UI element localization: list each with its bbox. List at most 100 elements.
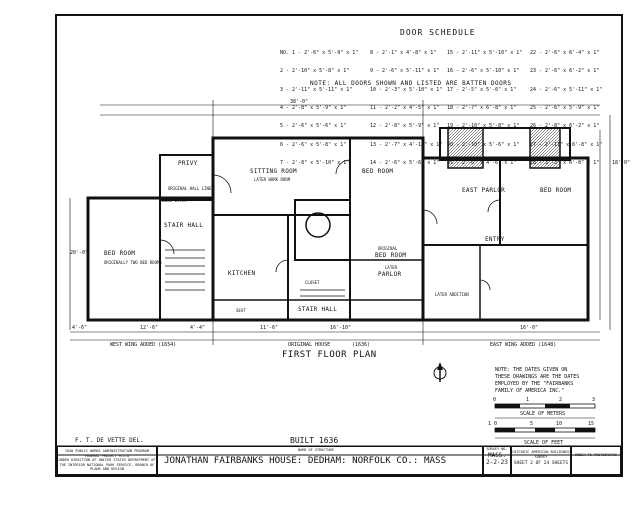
habs-name: HISTORIC AMERICAN BUILDINGS SURVEY [512, 450, 570, 459]
dimension-label: 12'-6" [140, 325, 159, 331]
schedule-row: 5 - 2'-6" x 5'-6" x 1" [280, 123, 347, 130]
west-wing-walls [86, 196, 215, 322]
room-label-bed-room-center: BED ROOM [375, 252, 407, 259]
scale-meters-tick: 0 [493, 397, 497, 403]
scale-feet-tick: 10 [556, 421, 563, 427]
dates-note: NOTE: THE DATES GIVEN ON THESE DRAWINGS … [495, 367, 580, 394]
structure-name-label: NAME OF STRUCTURE [298, 448, 334, 452]
scale-feet-tick: 5 [530, 421, 534, 427]
dimension-west-wing: WEST WING ADDED (1654) [110, 342, 177, 348]
schedule-row: 17 - 2'-5" x 5'-6" x 1" [447, 86, 517, 93]
room-sublabel-parlor: LATER [385, 265, 398, 270]
note-later-addition: LATER ADDITION [435, 292, 469, 297]
door-schedule-col4: 22 - 2'-6" x 6'-4" x 1" 23 - 2'-6" x 6'-… [530, 38, 602, 172]
room-sublabel-sitting-room: LATER WORK ROOM [254, 177, 291, 182]
schedule-row: 23 - 2'-6" x 6'-2" x 1" [530, 68, 600, 75]
room-label-kitchen: KITCHEN [228, 270, 256, 277]
room-sublabel-bed-room-center: ORIGINAL [378, 246, 398, 251]
title-block-structure: NAME OF STRUCTURE JONATHAN FAIRBANKS HOU… [157, 446, 483, 475]
dimension-east-wing: EAST WING ADDED (1648) [490, 342, 557, 348]
room-label-bed-room-north: BED ROOM [362, 168, 394, 175]
schedule-row: 11 - 2'-2" x 4'-5" x 1" [370, 105, 440, 112]
survey-number: MASS. 2-2-23 [486, 451, 508, 466]
scale-feet-label: SCALE OF FEET [524, 440, 564, 446]
schedule-row: 25 - 2'-6" x 5'-9" x 1" [530, 105, 600, 112]
schedule-row: 4 - 2'-8" x 5'-9" x 1" [280, 105, 347, 112]
title-block-survey: SURVEY NO. MASS. 2-2-23 [483, 446, 511, 475]
dimension-label: 18'-0" [612, 160, 631, 166]
plan-title: FIRST FLOOR PLAN [282, 350, 377, 360]
agency-text: 1940 PUBLIC WORKS ADMINISTRATION PROGRAM… [64, 449, 150, 458]
schedule-row: 10 - 2'-3" x 5'-10" x 1" [370, 86, 443, 93]
dimension-label: 11'-6" [260, 325, 279, 331]
room-label-east-parlor: EAST PARLOR [462, 187, 506, 194]
structure-name: JONATHAN FAIRBANKS HOUSE: DEDHAM: NORFOL… [164, 455, 447, 466]
built-date: BUILT 1636 [290, 436, 339, 445]
room-label-bed-room-east: BED ROOM [540, 187, 572, 194]
dimension-original-house: ORIGINAL HOUSE [288, 342, 331, 348]
scale-meters-tick: 3 [592, 397, 596, 403]
scale-meters-tick: 1 [526, 397, 530, 403]
room-label-closet: CLOSET [305, 280, 320, 285]
title-block-habs: HISTORIC AMERICAN BUILDINGS SURVEY SHEET… [511, 446, 571, 475]
schedule-row: 28 - 3'-3" x 6'-8" x 1" [530, 159, 600, 166]
note-original-hall-line: ORIGINAL HALL LINE [168, 186, 212, 191]
scale-feet-tick: 1 0 [488, 421, 498, 427]
room-label-sitting-room: SITTING ROOM [250, 168, 297, 175]
schedule-row: 18 - 2'-7" x 6'-8" x 1" [447, 105, 517, 112]
title-block-index: INDEX TO PHOTOGRAPHS [571, 446, 621, 475]
schedule-row: 19 - 2'-10" x 5'-8" x 1" [447, 123, 520, 130]
schedule-row: 24 - 2'-6" x 5'-11" x 1" [530, 86, 603, 93]
title-block-agency: 1940 PUBLIC WORKS ADMINISTRATION PROGRAM… [57, 446, 157, 475]
drawing-sheet-border [55, 14, 623, 477]
index-photographs: INDEX TO PHOTOGRAPHS [574, 453, 618, 457]
schedule-row: 3 - 2'-11" x 5'-11" x 1" [280, 86, 353, 93]
schedule-row: NO. 1 - 2'-6" x 5'-9" x 1" [280, 50, 359, 57]
room-label-stair-hall-2: STAIR HALL [298, 306, 338, 313]
east-fireplace-block [439, 127, 571, 161]
dimension-label: 16'-10" [330, 325, 352, 331]
central-chimney [294, 199, 351, 261]
door-schedule-title: DOOR SCHEDULE [400, 28, 476, 37]
dimension-original-year: (1636) [352, 342, 371, 348]
room-sublabel-bed-room-west: ORIGINALLY TWO BED ROOMS [104, 260, 162, 265]
room-label-parlor: PARLOR [378, 271, 402, 278]
delineator: F. T. DE VETTE DEL. [75, 437, 144, 444]
dimension-label: 16'-0" [520, 325, 539, 331]
door-schedule-col3: 15 - 2'-11" x 5'-10" x 1" 16 - 2'-6" x 5… [447, 38, 522, 172]
scale-meters-label: SCALE OF METERS [520, 411, 566, 417]
scale-meters-tick: 2 [559, 397, 563, 403]
schedule-row: 16 - 2'-6" x 5'-10" x 1" [447, 68, 520, 75]
schedule-row: 21 - 2'-6" x 4'-6" x 1" [447, 159, 517, 166]
schedule-row: 13 - 2'-7" x 4'-11" x 1" [370, 141, 443, 148]
room-label-stair-hall: STAIR HALL [164, 222, 204, 229]
schedule-row: 20 - 2'-10" x 5'-6" x 1" [447, 141, 520, 148]
room-label-seat: SEAT [236, 308, 246, 313]
schedule-row: 27 - 2'-11" x 6'-8" x 1" [530, 141, 603, 148]
note-added-later: ADDED LATER [160, 198, 187, 203]
schedule-row: 14 - 2'-6" x 5'-6" x 1" [370, 159, 440, 166]
sheet-number: SHEET 2 OF 24 SHEETS [513, 461, 569, 466]
room-label-privy: PRIVY [178, 160, 198, 167]
room-label-bed-room-west: BED ROOM [104, 250, 136, 257]
dimension-label: 4'-6" [72, 325, 88, 331]
door-schedule-col1: NO. 1 - 2'-6" x 5'-9" x 1" 2 - 2'-10" x … [280, 38, 358, 172]
survey-label: SURVEY NO. [486, 447, 508, 451]
agency-subtext: UNDER DIRECTION OF UNITED STATES DEPARTM… [58, 458, 156, 471]
schedule-row: 2 - 2'-10" x 5'-8" x 1" [280, 68, 350, 75]
schedule-row: 6 - 2'-6" x 5'-8" x 1" [280, 141, 347, 148]
schedule-row: 22 - 2'-6" x 6'-4" x 1" [530, 50, 600, 57]
room-label-entry: ENTRY [485, 236, 505, 243]
door-schedule-note: NOTE: ALL DOORS SHOWN AND LISTED ARE BAT… [310, 80, 512, 87]
dimension-label: 20'-0" [70, 250, 89, 256]
schedule-row: 8 - 2'-1" x 4'-8" x 1" [370, 50, 437, 57]
dimension-overall: 38'-0" [290, 99, 309, 105]
scale-feet-tick: 15 [588, 421, 595, 427]
schedule-row: 9 - 2'-6" x 5'-11" x 1" [370, 68, 440, 75]
schedule-row: 7 - 2'-8" x 5'-10" x 1" [280, 159, 350, 166]
schedule-row: 26 - 2'-8" x 6'-2" x 1" [530, 123, 600, 130]
schedule-row: 12 - 2'-8" x 5'-9" x 1" [370, 123, 440, 130]
dimension-label: 4'-4" [190, 325, 206, 331]
schedule-row: 15 - 2'-11" x 5'-10" x 1" [447, 50, 523, 57]
door-schedule-col2: 8 - 2'-1" x 4'-8" x 1" 9 - 2'-6" x 5'-11… [370, 38, 442, 172]
